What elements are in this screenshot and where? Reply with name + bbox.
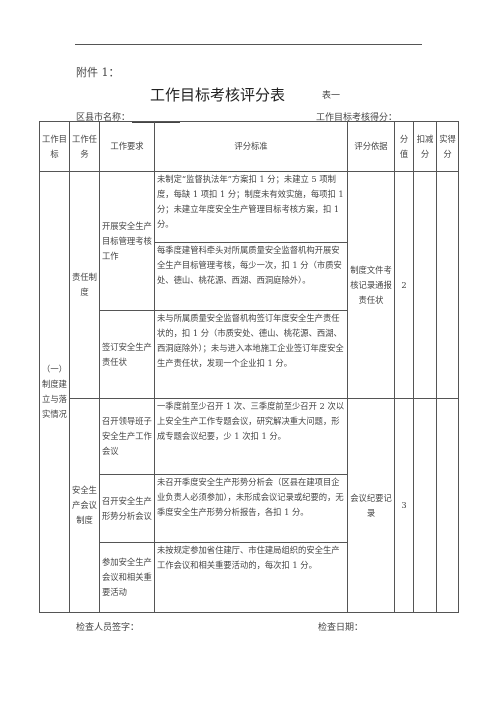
deduct-cell[interactable] bbox=[413, 171, 437, 399]
table-row: 签订安全生产责任状 未与所属质量安全监督机构签订年度安全生产责任状的，扣 1 分… bbox=[40, 310, 459, 399]
basis-cell: 制度文件考核记录通报责任状 bbox=[347, 171, 395, 399]
header-actual: 实得分 bbox=[436, 121, 459, 172]
deduct-cell[interactable] bbox=[413, 398, 437, 613]
requirement-cell: 签订安全生产责任状 bbox=[99, 310, 155, 399]
district-label: 区县市名称： bbox=[76, 113, 131, 123]
header-task: 工作任务 bbox=[69, 121, 100, 172]
header-standard: 评分标准 bbox=[154, 121, 348, 172]
header-row: 工作目标 工作任务 工作要求 评分标准 评分依据 分值 扣减分 实得分 bbox=[39, 121, 459, 172]
requirement-cell: 开展安全生产目标管理考核工作 bbox=[99, 171, 155, 311]
score-label: 工作目标考核得分： bbox=[316, 113, 398, 123]
standard-cell: 每季度建管科牵头对所属质量安全监督机构开展安全生产目标管理考核，每少一次，扣 1… bbox=[154, 242, 348, 311]
standard-cell: 一季度前至少召开 1 次、三季度前至少召开 2 次以上安全生产工作专题会议，研究… bbox=[154, 398, 348, 475]
actual-cell[interactable] bbox=[436, 171, 459, 399]
standard-cell: 未召开季度安全生产形势分析会（区县在建项目企业负责人必须参加），未形成会议记录或… bbox=[154, 474, 348, 543]
header-basis: 评分依据 bbox=[347, 121, 395, 172]
table-row: 每季度建管科牵头对所属质量安全监督机构开展安全生产目标管理考核，每少一次，扣 1… bbox=[40, 242, 459, 311]
actual-cell[interactable] bbox=[436, 398, 459, 613]
basis-cell: 会议纪要记录 bbox=[347, 398, 395, 613]
requirement-cell: 召开领导班子安全生产工作会议 bbox=[99, 398, 155, 475]
requirement-cell: 召开安全生产形势分析会议 bbox=[99, 474, 155, 543]
header-deduct: 扣减分 bbox=[413, 121, 437, 172]
table-row: 参加安全生产会议和相关重要活动 未按规定参加省住建厅、市住建局组织的安全生产工作… bbox=[40, 542, 459, 613]
inspector-signature-label: 检查人员签字： bbox=[76, 623, 140, 633]
standard-cell: 未与所属质量安全监督机构签订年度安全生产责任状的，扣 1 分（市质安处、德山、桃… bbox=[154, 310, 348, 399]
page-title: 工作目标考核评分表 bbox=[150, 86, 286, 104]
goal-cell: （一）制度建立与落实情况 bbox=[39, 171, 70, 613]
points-cell: 3 bbox=[394, 398, 414, 613]
standard-cell: 未制定“监督执法年”方案扣 1 分；未建立 5 项制度，每缺 1 项扣 1 分；… bbox=[154, 171, 348, 243]
scoring-table: 工作目标 工作任务 工作要求 评分标准 评分依据 分值 扣减分 实得分 （一）制… bbox=[39, 121, 459, 613]
table-row: （一）制度建立与落实情况 责任制度 开展安全生产目标管理考核工作 未制定“监督执… bbox=[39, 171, 459, 613]
task-cell-responsibility: 责任制度 bbox=[69, 171, 100, 399]
requirement-cell: 参加安全生产会议和相关重要活动 bbox=[99, 542, 155, 613]
table-number: 表一 bbox=[322, 91, 341, 101]
points-cell: 2 bbox=[394, 171, 414, 399]
header-goal: 工作目标 bbox=[39, 121, 70, 172]
table-row: 安全生产会议制度 召开领导班子安全生产工作会议 一季度前至少召开 1 次、三季度… bbox=[40, 398, 459, 613]
inspection-date-label: 检查日期： bbox=[318, 623, 364, 633]
task-cell-meeting: 安全生产会议制度 bbox=[69, 398, 100, 613]
top-rule bbox=[75, 44, 422, 45]
header-points: 分值 bbox=[394, 121, 414, 172]
standard-cell: 未按规定参加省住建厅、市住建局组织的安全生产工作会议和相关重要活动的，每次扣 1… bbox=[154, 542, 348, 613]
header-requirement: 工作要求 bbox=[99, 121, 155, 172]
attachment-label: 附件 1： bbox=[76, 66, 120, 79]
